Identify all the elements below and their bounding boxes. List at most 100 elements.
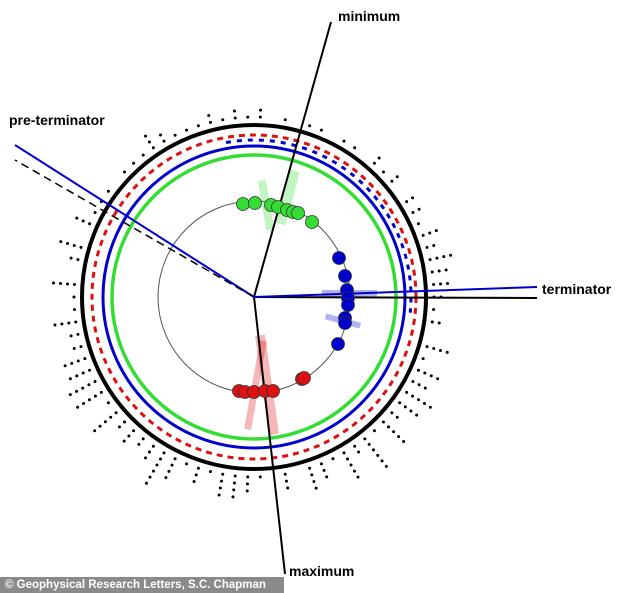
outer-data-dot bbox=[72, 282, 76, 286]
blue-data-point bbox=[338, 269, 352, 283]
outer-data-dot bbox=[377, 156, 381, 160]
outer-data-dot bbox=[81, 371, 85, 375]
outer-data-dot bbox=[258, 475, 262, 479]
green-data-point bbox=[236, 197, 250, 211]
outer-data-dot bbox=[417, 383, 421, 387]
outer-data-dot bbox=[349, 463, 353, 467]
outer-data-dot bbox=[127, 434, 131, 438]
minimum-line bbox=[253, 21, 332, 298]
outer-data-dot bbox=[398, 401, 402, 405]
pre-terminator-line-blue bbox=[14, 144, 255, 298]
outer-data-dot bbox=[437, 269, 441, 273]
outer-data-dot bbox=[159, 457, 162, 461]
outer-data-dot bbox=[421, 233, 425, 237]
outer-data-dot bbox=[67, 321, 71, 325]
outer-data-dot bbox=[409, 409, 413, 413]
outer-data-dot bbox=[367, 442, 371, 446]
blue-data-point bbox=[331, 337, 345, 351]
outer-data-dot bbox=[319, 128, 323, 132]
outer-data-dot bbox=[51, 281, 55, 285]
outer-data-dot bbox=[417, 207, 421, 211]
outer-data-dot bbox=[66, 242, 70, 246]
outer-data-dot bbox=[72, 308, 76, 312]
outer-data-dot bbox=[411, 210, 415, 214]
outer-data-dot bbox=[122, 439, 126, 443]
outer-data-dot bbox=[75, 389, 79, 393]
outer-data-dot bbox=[151, 146, 155, 150]
outer-data-dot bbox=[87, 383, 91, 387]
outer-data-dot bbox=[346, 457, 349, 461]
outer-data-dot bbox=[98, 424, 102, 428]
outer-data-dot bbox=[162, 139, 166, 143]
outer-data-dot bbox=[58, 281, 62, 285]
outer-data-dot bbox=[411, 380, 415, 384]
outer-data-dot bbox=[76, 359, 80, 363]
outer-data-dot bbox=[310, 473, 314, 477]
green-data-point bbox=[248, 196, 262, 210]
red-data-point bbox=[297, 371, 311, 385]
outer-data-dot bbox=[429, 374, 433, 378]
outer-data-dot bbox=[246, 475, 250, 479]
outer-data-dot bbox=[194, 473, 198, 477]
outer-data-dot bbox=[69, 334, 73, 338]
outer-data-dot bbox=[221, 472, 225, 476]
outer-data-dot bbox=[164, 476, 168, 480]
label-pre-terminator: pre-terminator bbox=[9, 112, 105, 128]
outer-data-dot bbox=[423, 386, 427, 390]
outer-data-dot bbox=[75, 216, 79, 220]
outer-data-dot bbox=[439, 282, 443, 286]
outer-data-dot bbox=[103, 420, 107, 424]
outer-data-dot bbox=[167, 469, 171, 473]
outer-data-dot bbox=[435, 256, 439, 260]
outer-data-dot bbox=[72, 347, 76, 351]
outer-data-dot bbox=[220, 479, 224, 483]
outer-data-dot bbox=[63, 364, 67, 368]
outer-data-dot bbox=[392, 430, 396, 434]
outer-data-dot bbox=[428, 231, 432, 235]
outer-data-dot bbox=[312, 480, 316, 484]
outer-data-dot bbox=[434, 229, 438, 233]
outer-data-dot bbox=[93, 429, 97, 433]
outer-data-dot bbox=[148, 475, 152, 479]
outer-data-dot bbox=[314, 486, 318, 490]
outer-data-dot bbox=[87, 398, 91, 402]
outer-data-dot bbox=[123, 420, 127, 424]
outer-data-dot bbox=[422, 402, 426, 406]
outer-data-dot bbox=[170, 463, 174, 467]
red-data-point bbox=[266, 384, 280, 398]
outer-data-dot bbox=[449, 253, 453, 257]
outer-data-dot bbox=[93, 210, 97, 214]
blue-data-point bbox=[332, 251, 346, 265]
outer-data-dot bbox=[430, 270, 434, 274]
outer-data-dot bbox=[372, 161, 376, 165]
outer-data-dot bbox=[416, 222, 420, 226]
outer-data-dot bbox=[353, 444, 357, 448]
outer-data-dot bbox=[425, 245, 429, 249]
outer-data-dot bbox=[75, 374, 79, 378]
outer-data-dot bbox=[432, 347, 436, 351]
outer-data-dot bbox=[93, 394, 97, 398]
outer-data-dot bbox=[76, 258, 80, 262]
outer-data-dot bbox=[428, 258, 432, 262]
outer-data-dot bbox=[76, 332, 80, 336]
outer-data-dot bbox=[446, 281, 450, 285]
outer-data-dot bbox=[207, 114, 211, 118]
outer-data-dot bbox=[283, 118, 287, 122]
outer-data-dot bbox=[353, 469, 356, 473]
outer-data-dot bbox=[357, 450, 361, 454]
label-minimum: minimum bbox=[338, 8, 401, 24]
outer-data-dot bbox=[432, 308, 436, 312]
outer-data-dot bbox=[245, 482, 249, 486]
outer-data-dot bbox=[114, 411, 118, 415]
outer-data-dot bbox=[430, 320, 434, 324]
outer-data-dot bbox=[405, 200, 409, 204]
outer-data-dot bbox=[88, 222, 92, 226]
outer-data-dot bbox=[155, 463, 159, 467]
outer-data-dot bbox=[387, 425, 391, 429]
outer-data-dot bbox=[185, 462, 189, 466]
outer-data-dot bbox=[286, 486, 290, 490]
outer-data-dot bbox=[356, 475, 360, 479]
outer-data-dot bbox=[283, 472, 287, 476]
outer-data-dot bbox=[109, 415, 113, 419]
